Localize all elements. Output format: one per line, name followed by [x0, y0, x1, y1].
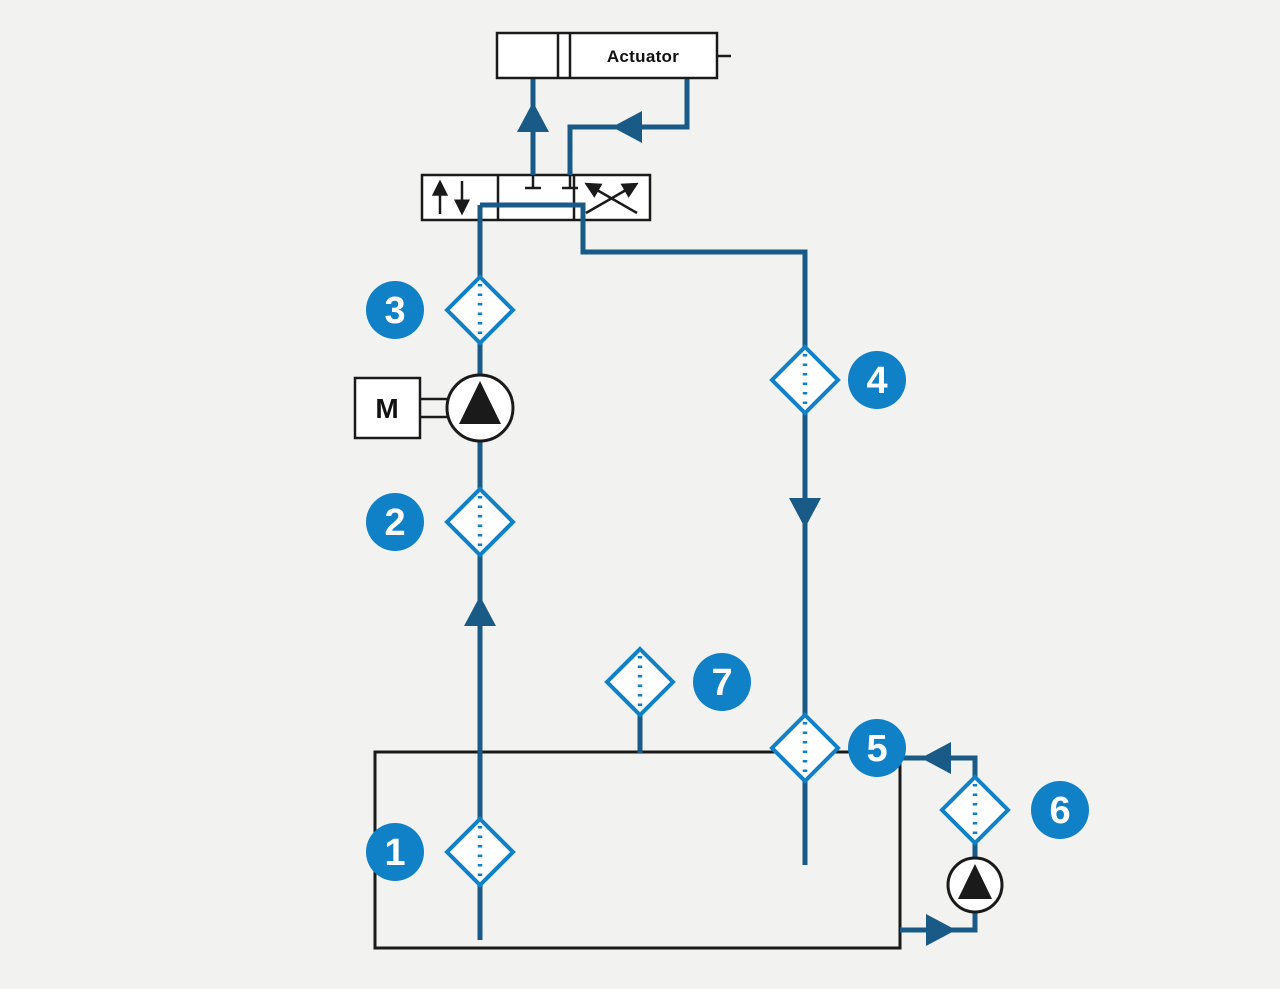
filter-symbol-4 — [769, 344, 841, 416]
marker-circle — [1031, 781, 1089, 839]
actuator-body — [495, 31, 719, 80]
marker-number: 5 — [866, 728, 887, 770]
marker-number: 4 — [866, 360, 887, 402]
marker-7: 7 — [693, 653, 751, 711]
marker-3: 3 — [366, 281, 424, 339]
motor-box — [353, 376, 422, 440]
offline-pump-symbol — [946, 856, 1004, 914]
motor-label: M — [375, 393, 398, 424]
marker-number: 1 — [384, 832, 405, 874]
filter-symbol-7 — [604, 646, 676, 718]
flow-arrow-left-to-valve-icon — [612, 111, 642, 143]
flow-arrow-left-into-tank-icon — [921, 742, 951, 774]
filter-symbol-3 — [444, 274, 516, 346]
marker-number: 2 — [384, 502, 405, 544]
filter-symbol-1 — [444, 816, 516, 888]
marker-circle — [366, 281, 424, 339]
filter-diamond-icon — [769, 344, 841, 416]
flow-arrow-up-to-actuator-icon — [517, 102, 549, 132]
valve-cross-arrow-2-icon — [584, 182, 638, 215]
filter-symbol-6 — [939, 774, 1011, 846]
marker-1: 1 — [366, 823, 424, 881]
actuator-symbol: Actuator — [495, 31, 731, 80]
flow-arrow-right-offline-suction-icon — [926, 914, 956, 946]
marker-number: 6 — [1049, 790, 1070, 832]
marker-number: 7 — [711, 662, 732, 704]
filters — [444, 274, 1011, 888]
filter-diamond-icon — [444, 274, 516, 346]
flow-arrow-up-supply-icon — [464, 596, 496, 626]
offline-pump-triangle-icon — [958, 864, 992, 899]
marker-6: 6 — [1031, 781, 1089, 839]
marker-circle — [366, 823, 424, 881]
filter-diamond-icon — [444, 486, 516, 558]
filter-diamond-icon — [444, 816, 516, 888]
motor-pump-group: M — [353, 373, 515, 443]
marker-circle — [848, 719, 906, 777]
pipe-return-line — [480, 202, 808, 865]
filter-diamond-icon — [604, 646, 676, 718]
marker-circle — [693, 653, 751, 711]
filter-diamond-icon — [769, 712, 841, 784]
filter-symbol-2 — [444, 486, 516, 558]
directional-valve-symbol — [420, 173, 652, 222]
marker-2: 2 — [366, 493, 424, 551]
flow-arrow-down-return-icon — [789, 498, 821, 528]
filter-symbol-5 — [769, 712, 841, 784]
marker-5: 5 — [848, 719, 906, 777]
marker-circle — [366, 493, 424, 551]
marker-4: 4 — [848, 351, 906, 409]
actuator-label: Actuator — [607, 47, 679, 66]
marker-number: 3 — [384, 290, 405, 332]
flow-arrows — [464, 102, 956, 946]
marker-circle — [848, 351, 906, 409]
valve-body — [420, 173, 652, 222]
main-pump-triangle-icon — [459, 381, 501, 424]
valve-cross-arrow-1-icon — [585, 182, 639, 215]
callout-markers: 1 2 3 4 5 6 7 — [366, 281, 1089, 881]
filter-diamond-icon — [939, 774, 1011, 846]
